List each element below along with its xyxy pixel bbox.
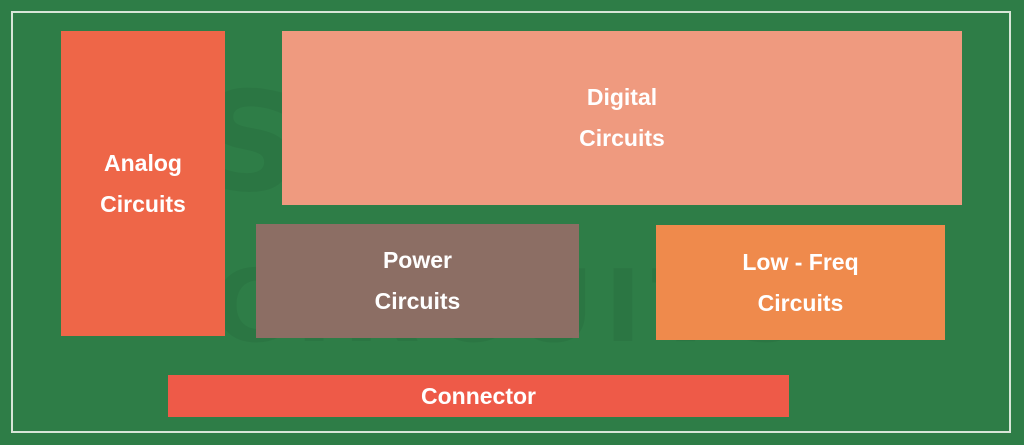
digital-circuits-block: Digital Circuits (282, 31, 962, 205)
connector-label: Connector (421, 382, 536, 409)
power-circuits-block: Power Circuits (256, 224, 579, 338)
analog-circuits-label: Analog Circuits (100, 149, 186, 217)
low-freq-circuits-label: Low - Freq Circuits (742, 248, 859, 316)
power-circuits-label: Power Circuits (374, 247, 461, 314)
digital-circuits-label: Digital Circuits (579, 84, 665, 151)
board-outline (11, 11, 1011, 433)
analog-circuits-block: Analog Circuits (61, 31, 225, 336)
low-freq-circuits-block: Low - Freq Circuits (656, 225, 945, 340)
connector-block: Connector (168, 375, 789, 417)
